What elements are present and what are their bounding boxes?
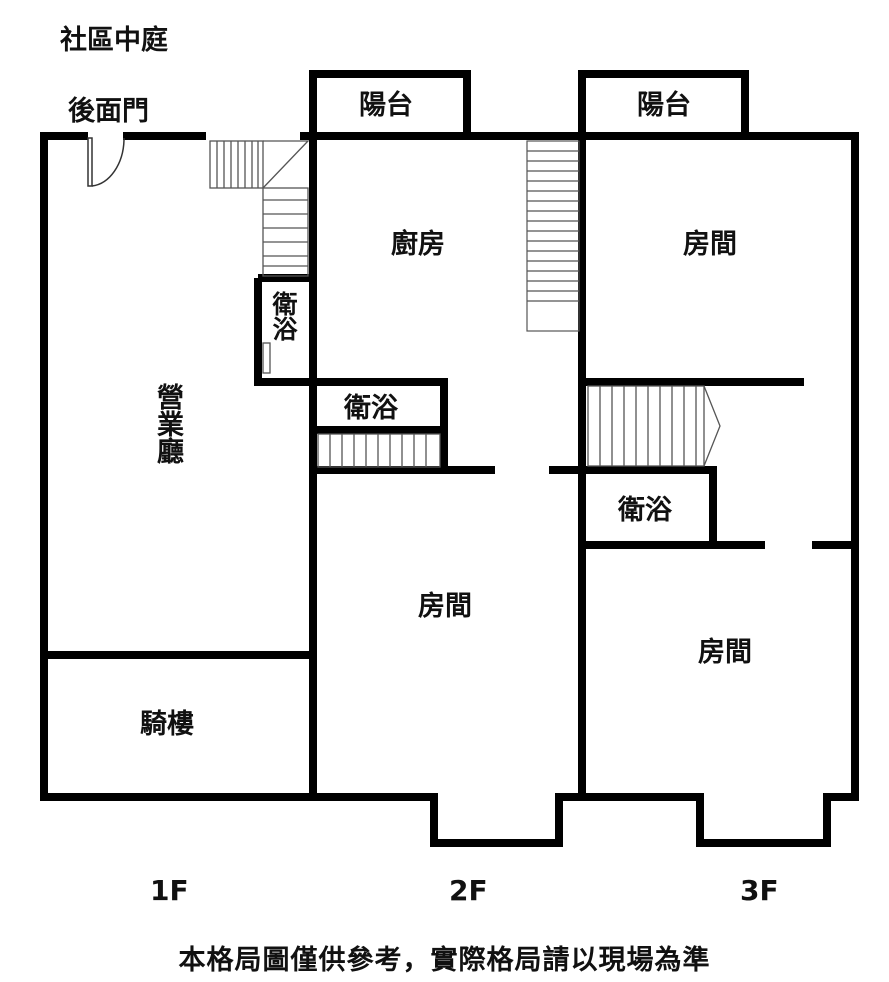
f2-outer-walls bbox=[309, 132, 586, 847]
f3-outer-walls bbox=[582, 132, 859, 847]
f1-business-hall-label: 營業廳 bbox=[152, 383, 183, 464]
f3-bath-walls bbox=[582, 466, 717, 545]
floor-1f-plan bbox=[40, 132, 317, 801]
f2-balcony-label: 陽台 bbox=[359, 90, 413, 121]
f1-bath-walls bbox=[254, 274, 313, 386]
f3-stairs-icon bbox=[587, 385, 721, 467]
floor-2f-plan bbox=[309, 70, 586, 847]
floor-label-2f: 2F bbox=[449, 874, 488, 907]
floor-label-3f: 3F bbox=[740, 874, 779, 907]
back-door-label: 後面門 bbox=[68, 96, 149, 127]
f3-bath-label: 衛浴 bbox=[618, 495, 672, 526]
f1-outer-walls bbox=[40, 132, 317, 801]
f3-room-top-label: 房間 bbox=[683, 229, 737, 260]
back-door-icon bbox=[87, 137, 125, 187]
courtyard-label: 社區中庭 bbox=[60, 25, 168, 56]
floor-3f-plan bbox=[578, 70, 859, 847]
f1-bath-label: 衛浴 bbox=[269, 291, 298, 341]
f2-bath-stairs-icon bbox=[317, 433, 441, 468]
f2-stairs-icon bbox=[526, 140, 580, 332]
f2-room-label: 房間 bbox=[418, 591, 472, 622]
f3-balcony-label: 陽台 bbox=[637, 90, 691, 121]
f1-stairs-icon bbox=[209, 140, 310, 374]
f2-bath-walls bbox=[313, 378, 448, 470]
disclaimer-text: 本格局圖僅供參考，實際格局請以現場為準 bbox=[178, 945, 711, 976]
f2-bath-label: 衛浴 bbox=[344, 393, 398, 424]
f3-room-bottom-label: 房間 bbox=[698, 637, 752, 668]
f3-balcony-walls bbox=[578, 70, 749, 136]
f1-arcade-label: 騎樓 bbox=[140, 709, 194, 740]
floor-label-1f: 1F bbox=[150, 874, 189, 907]
f2-balcony-walls bbox=[309, 70, 471, 136]
f2-kitchen-label: 廚房 bbox=[391, 229, 445, 260]
